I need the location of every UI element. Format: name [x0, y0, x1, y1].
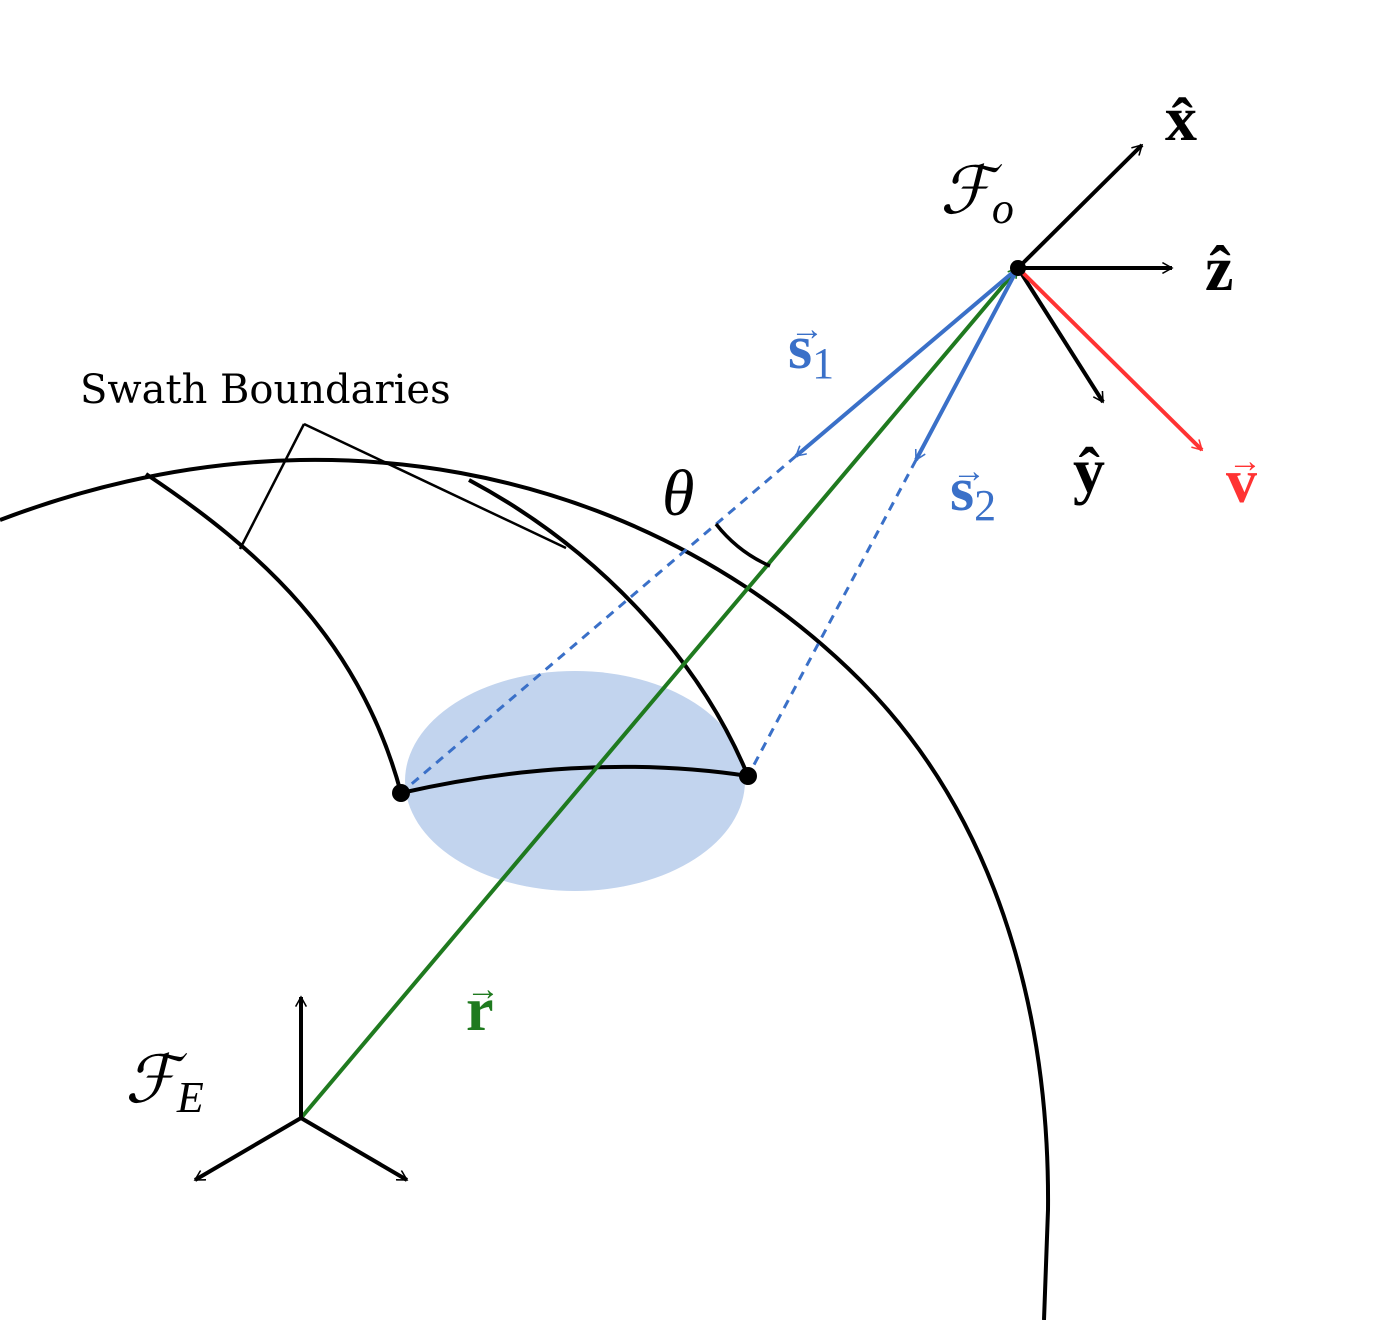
frame-orbit-label: ℱo [940, 155, 1014, 233]
s2-vec-arrow: → [952, 453, 986, 490]
satellite-point [1010, 260, 1026, 276]
earth-axis-right [299, 1116, 407, 1182]
swath-leader-1 [238, 423, 306, 550]
scan-point-left [392, 784, 410, 802]
sensor-footprint [405, 671, 745, 891]
y-hat-label: ŷ [1073, 435, 1105, 506]
frame-earth-label: ℱE [125, 1044, 204, 1122]
earth-limb [0, 457, 1051, 1320]
r-label: r [466, 976, 494, 1044]
earth-axis-left [195, 1116, 303, 1182]
swath-boundaries-label: Swath Boundaries [80, 367, 451, 413]
theta-label: θ [662, 457, 694, 530]
theta-angle-arc [714, 522, 771, 568]
position-vector-r [299, 266, 1020, 1120]
orbit-axis-y [1016, 266, 1105, 402]
z-hat-label: ẑ [1205, 233, 1233, 304]
s1-label: s1 [788, 314, 834, 388]
look-vector-s2 [914, 267, 1020, 460]
orbit-axis-x [1016, 143, 1144, 270]
look-vector-s1 [794, 266, 1020, 458]
swath-boundary-left [144, 472, 403, 794]
v-label: v [1226, 448, 1257, 516]
v-vec-arrow: → [1228, 443, 1262, 480]
x-hat-label: x̂ [1165, 83, 1197, 154]
swath-boundary-right [468, 478, 750, 777]
s2-dotted-extension [746, 459, 918, 777]
r-vec-arrow: → [466, 971, 500, 1008]
scan-point-right [739, 767, 757, 785]
swath-leader-2 [303, 422, 567, 550]
velocity-vector [1016, 266, 1204, 452]
scan-line [400, 764, 749, 795]
s1-dotted-extension [400, 454, 797, 795]
s1-vec-arrow: → [790, 311, 824, 348]
s2-label: s2 [950, 456, 996, 530]
